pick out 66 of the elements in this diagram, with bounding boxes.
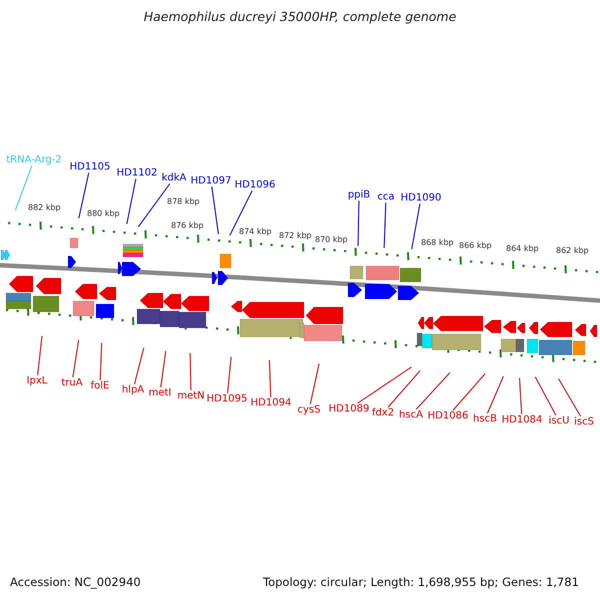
leader-line (37, 335, 42, 376)
gene-label: iscU (548, 415, 570, 427)
scale-label: 872 kbp (278, 231, 313, 240)
gene-label: truA (61, 377, 83, 389)
gene-label: HD1090 (400, 192, 442, 204)
leader-line (268, 360, 272, 398)
gene-label: cysS (298, 404, 320, 416)
scale-label: 870 kbp (314, 235, 349, 244)
gene-label: hscA (399, 409, 423, 421)
gene-label: HD1089 (328, 403, 370, 415)
gene-label: HD1084 (502, 414, 542, 426)
scale-label: 864 kbp (505, 244, 540, 253)
leader-line (388, 370, 421, 408)
leader-line (78, 172, 90, 219)
scale-label: 862 kbp (555, 246, 590, 255)
gene-label: HD1094 (250, 397, 292, 409)
gene-label: HD1105 (70, 161, 110, 173)
gene-label: metI (148, 387, 172, 399)
leader-line (138, 183, 170, 228)
leader-line (310, 363, 320, 405)
leader-line (357, 366, 412, 404)
leader-line (519, 377, 522, 415)
scale-label: 866 kbp (458, 241, 493, 250)
leader-line (534, 376, 556, 416)
gene-label: tRNA-Arg-2 (6, 154, 62, 166)
leader-line (190, 352, 192, 391)
gene-label: kdkA (162, 172, 186, 184)
leader-line (416, 372, 450, 410)
gene-label: iscS (574, 416, 594, 428)
gene-label: cca (377, 191, 395, 203)
leader-line (72, 339, 80, 378)
gene-label: lpxL (26, 375, 48, 387)
leader-line (134, 347, 144, 385)
leader-line (100, 342, 102, 381)
leader-line (384, 202, 386, 248)
gene-label: folE (90, 380, 110, 392)
leader-line (227, 356, 232, 394)
title: Haemophilus ducreyi 35000HP, complete genome (142, 9, 458, 24)
gene-label: hlpA (122, 384, 144, 396)
gene-label: HD1097 (190, 175, 232, 187)
leader-line (452, 373, 486, 411)
scale-label: 880 kbp (86, 209, 121, 218)
gene-label: HD1095 (206, 393, 248, 405)
scale-label: 874 kbp (238, 227, 273, 236)
scale-label: 868 kbp (420, 238, 455, 247)
gene-label: fdx2 (372, 407, 394, 419)
gene-label: HD1102 (116, 167, 158, 179)
scale-label: 882 kbp (27, 203, 62, 212)
gene-label: HD1096 (234, 179, 276, 191)
leader-line (14, 165, 32, 211)
leader-line (411, 203, 420, 250)
scale-label: 878 kbp (166, 197, 201, 206)
leader-line (160, 350, 166, 388)
footer-text: Accession: NC_002940 (9, 575, 142, 589)
gene-label: ppiB (348, 189, 370, 201)
leader-line (486, 376, 504, 414)
gene-label: hscB (473, 413, 497, 425)
leader-line (358, 200, 360, 246)
gene-label: HD1086 (428, 410, 468, 422)
leader-line (229, 190, 253, 236)
footer-text: Topology: circular; Length: 1,698,955 bp; Genes: 1,781 (262, 575, 580, 589)
leader-line (126, 178, 136, 225)
scale-label: 876 kbp (170, 221, 205, 230)
gene-label: metN (177, 390, 205, 402)
leader-line (558, 378, 582, 417)
leader-line (211, 186, 219, 235)
